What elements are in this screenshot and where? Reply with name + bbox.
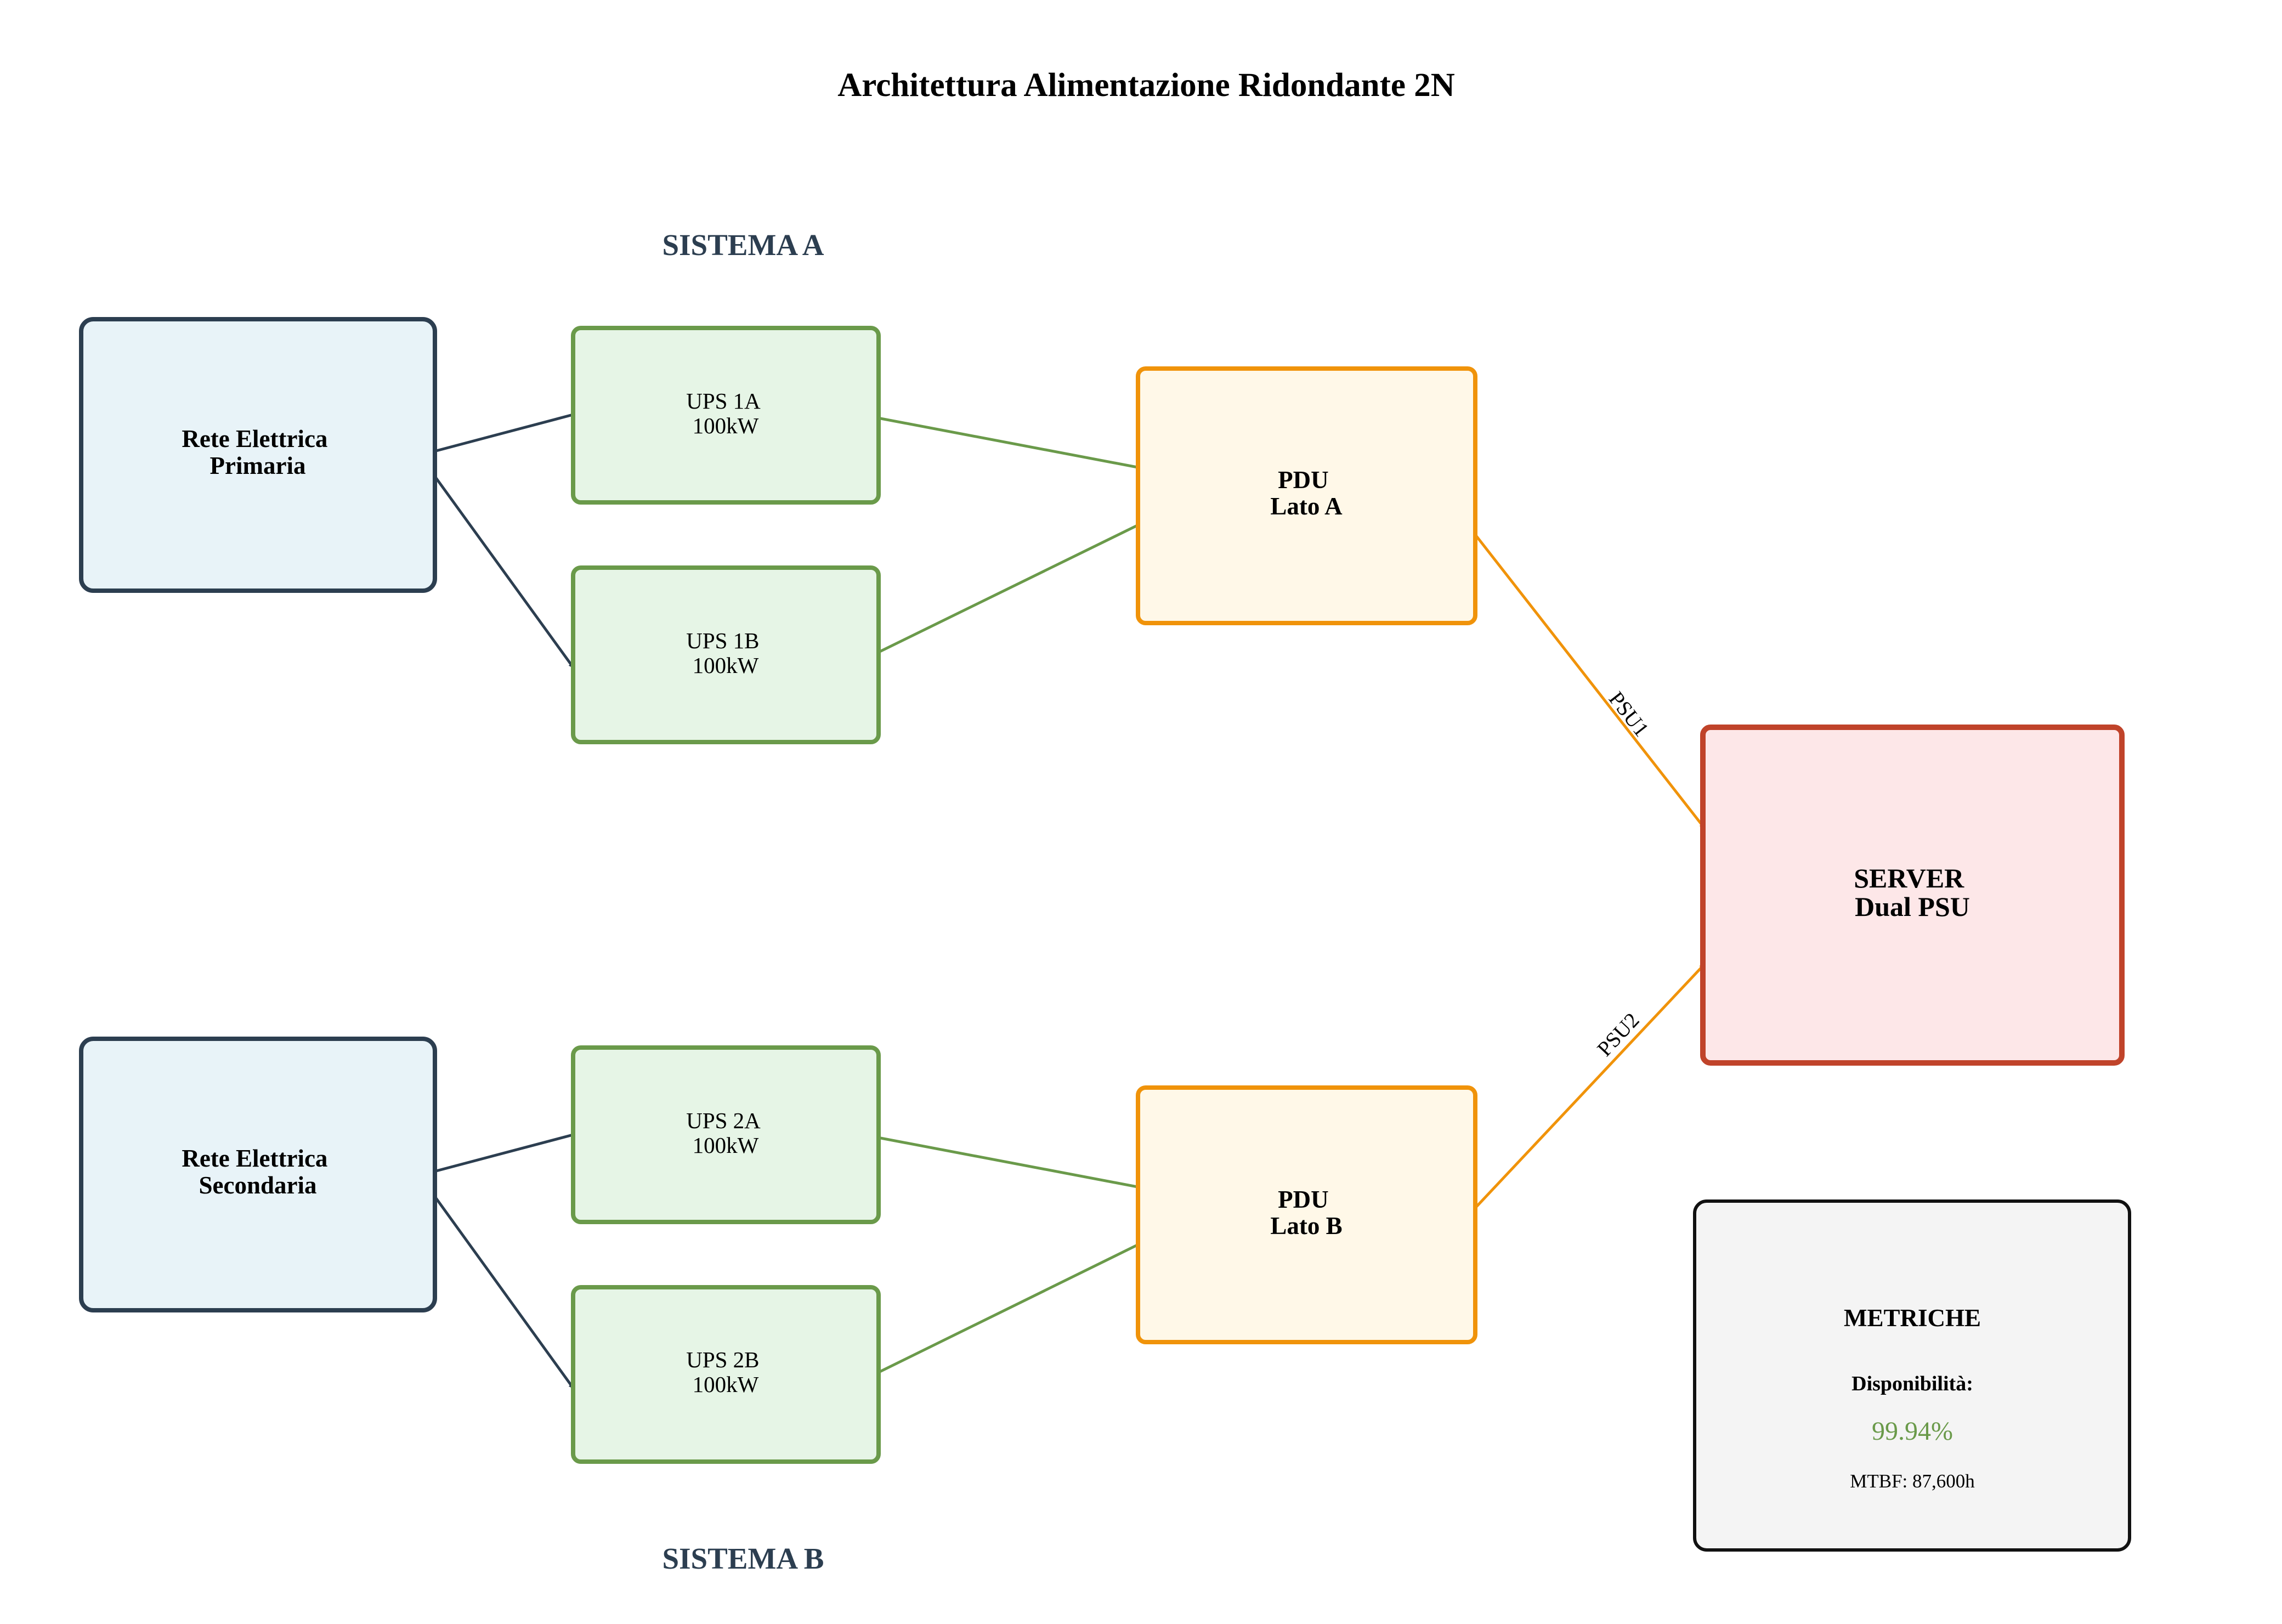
metrics-panel: METRICHE Disponibilità: 99.94% MTBF: 87,… <box>1693 1199 2131 1552</box>
ups-2a-box <box>571 1045 881 1224</box>
grid-primary-label-line1: Rete Elettrica <box>182 425 327 452</box>
node-ups-2a: UPS 2A 100kW <box>571 1045 881 1224</box>
node-pdu-b: PDU Lato B <box>1136 1085 1477 1344</box>
node-ups-1b: UPS 1B 100kW <box>571 565 881 744</box>
edge-primary-to-ups-1b <box>418 454 575 669</box>
svg-text:UPS 1A 100kW: UPS 1A 100kW <box>686 388 765 438</box>
pdu-a-box <box>1136 366 1477 625</box>
edge-ups-2b-to-pdu-b <box>871 1239 1147 1377</box>
svg-text:UPS 2A 100kW: UPS 2A 100kW <box>686 1108 765 1158</box>
edge-secondary-to-ups-2a <box>419 1131 582 1177</box>
node-pdu-a: PDU Lato A <box>1136 366 1477 625</box>
node-ups-2b: UPS 2B 100kW <box>571 1285 881 1464</box>
edge-primary-to-ups-1a <box>419 411 582 457</box>
svg-text:Rete Elettrica Primaria: Rete Elettrica Primaria <box>182 425 333 479</box>
node-ups-1a: UPS 1A 100kW <box>571 326 881 505</box>
ups-1b-label-line1: UPS 1B <box>686 628 759 653</box>
edge-label-psu2: PSU2 <box>1593 1009 1644 1061</box>
metrics-availability-value: 99.94% <box>1872 1417 1953 1446</box>
svg-text:PDU Lato A: PDU Lato A <box>1270 466 1343 520</box>
edge-ups-1b-to-pdu-a <box>871 519 1147 657</box>
pdu-a-label-line1: PDU <box>1278 466 1328 494</box>
diagram-title: Architettura Alimentazione Ridondante 2N <box>837 67 1455 104</box>
svg-text:PDU Lato B: PDU Lato B <box>1270 1186 1342 1240</box>
ups-2b-box <box>571 1285 881 1464</box>
pdu-b-box <box>1136 1085 1477 1344</box>
grid-secondary-label-line2: Secondaria <box>199 1172 316 1199</box>
grid-secondary-label-line1: Rete Elettrica <box>182 1145 327 1172</box>
server-label-line2: Dual PSU <box>1855 891 1970 922</box>
grid-secondary-box <box>79 1037 437 1312</box>
edge-pdu-b-to-server <box>1469 963 1706 1215</box>
section-label-a: SISTEMA A <box>662 228 824 262</box>
server-label-line1: SERVER <box>1854 863 1964 893</box>
metrics-box <box>1693 1199 2131 1552</box>
svg-text:UPS 1B 100kW: UPS 1B 100kW <box>686 628 765 678</box>
pdu-b-label-line1: PDU <box>1278 1186 1328 1213</box>
node-grid-secondary: Rete Elettrica Secondaria <box>79 1037 437 1312</box>
svg-text:UPS 2B 100kW: UPS 2B 100kW <box>686 1347 765 1397</box>
edge-pdu-a-to-server <box>1469 527 1706 829</box>
node-grid-primary: Rete Elettrica Primaria <box>79 317 437 593</box>
ups-1b-box <box>571 565 881 744</box>
node-server: SERVER Dual PSU <box>1700 725 2125 1066</box>
section-label-b: SISTEMA B <box>662 1542 824 1575</box>
ups-1a-box <box>571 326 881 505</box>
svg-text:Rete Elettrica Secondari: Rete Elettrica Secondaria <box>182 1145 333 1199</box>
ups-2a-label-line1: UPS 2A <box>686 1108 761 1133</box>
pdu-b-label-line2: Lato B <box>1270 1212 1342 1240</box>
ups-1b-label-line2: 100kW <box>693 653 759 678</box>
edge-label-psu1: PSU1 <box>1604 687 1654 741</box>
edge-ups-1a-to-pdu-a <box>871 415 1147 471</box>
grid-primary-box <box>79 317 437 593</box>
ups-1a-label-line2: 100kW <box>693 413 759 438</box>
svg-text:SERVER Dual PSU: SERVER Dual PSU <box>1854 863 1971 922</box>
edge-secondary-to-ups-2b <box>418 1174 575 1390</box>
ups-1a-label-line1: UPS 1A <box>686 388 761 414</box>
pdu-a-label-line2: Lato A <box>1270 493 1343 520</box>
ups-2a-label-line2: 100kW <box>693 1133 759 1158</box>
metrics-availability-label: Disponibilità: <box>1851 1372 1973 1395</box>
ups-2b-label-line2: 100kW <box>693 1372 759 1397</box>
server-box <box>1700 725 2125 1066</box>
metrics-title: METRICHE <box>1844 1304 1981 1332</box>
edge-ups-2a-to-pdu-b <box>871 1135 1147 1191</box>
grid-primary-label-line2: Primaria <box>210 452 306 479</box>
ups-2b-label-line1: UPS 2B <box>686 1347 759 1372</box>
metrics-mtbf: MTBF: 87,600h <box>1850 1470 1975 1492</box>
